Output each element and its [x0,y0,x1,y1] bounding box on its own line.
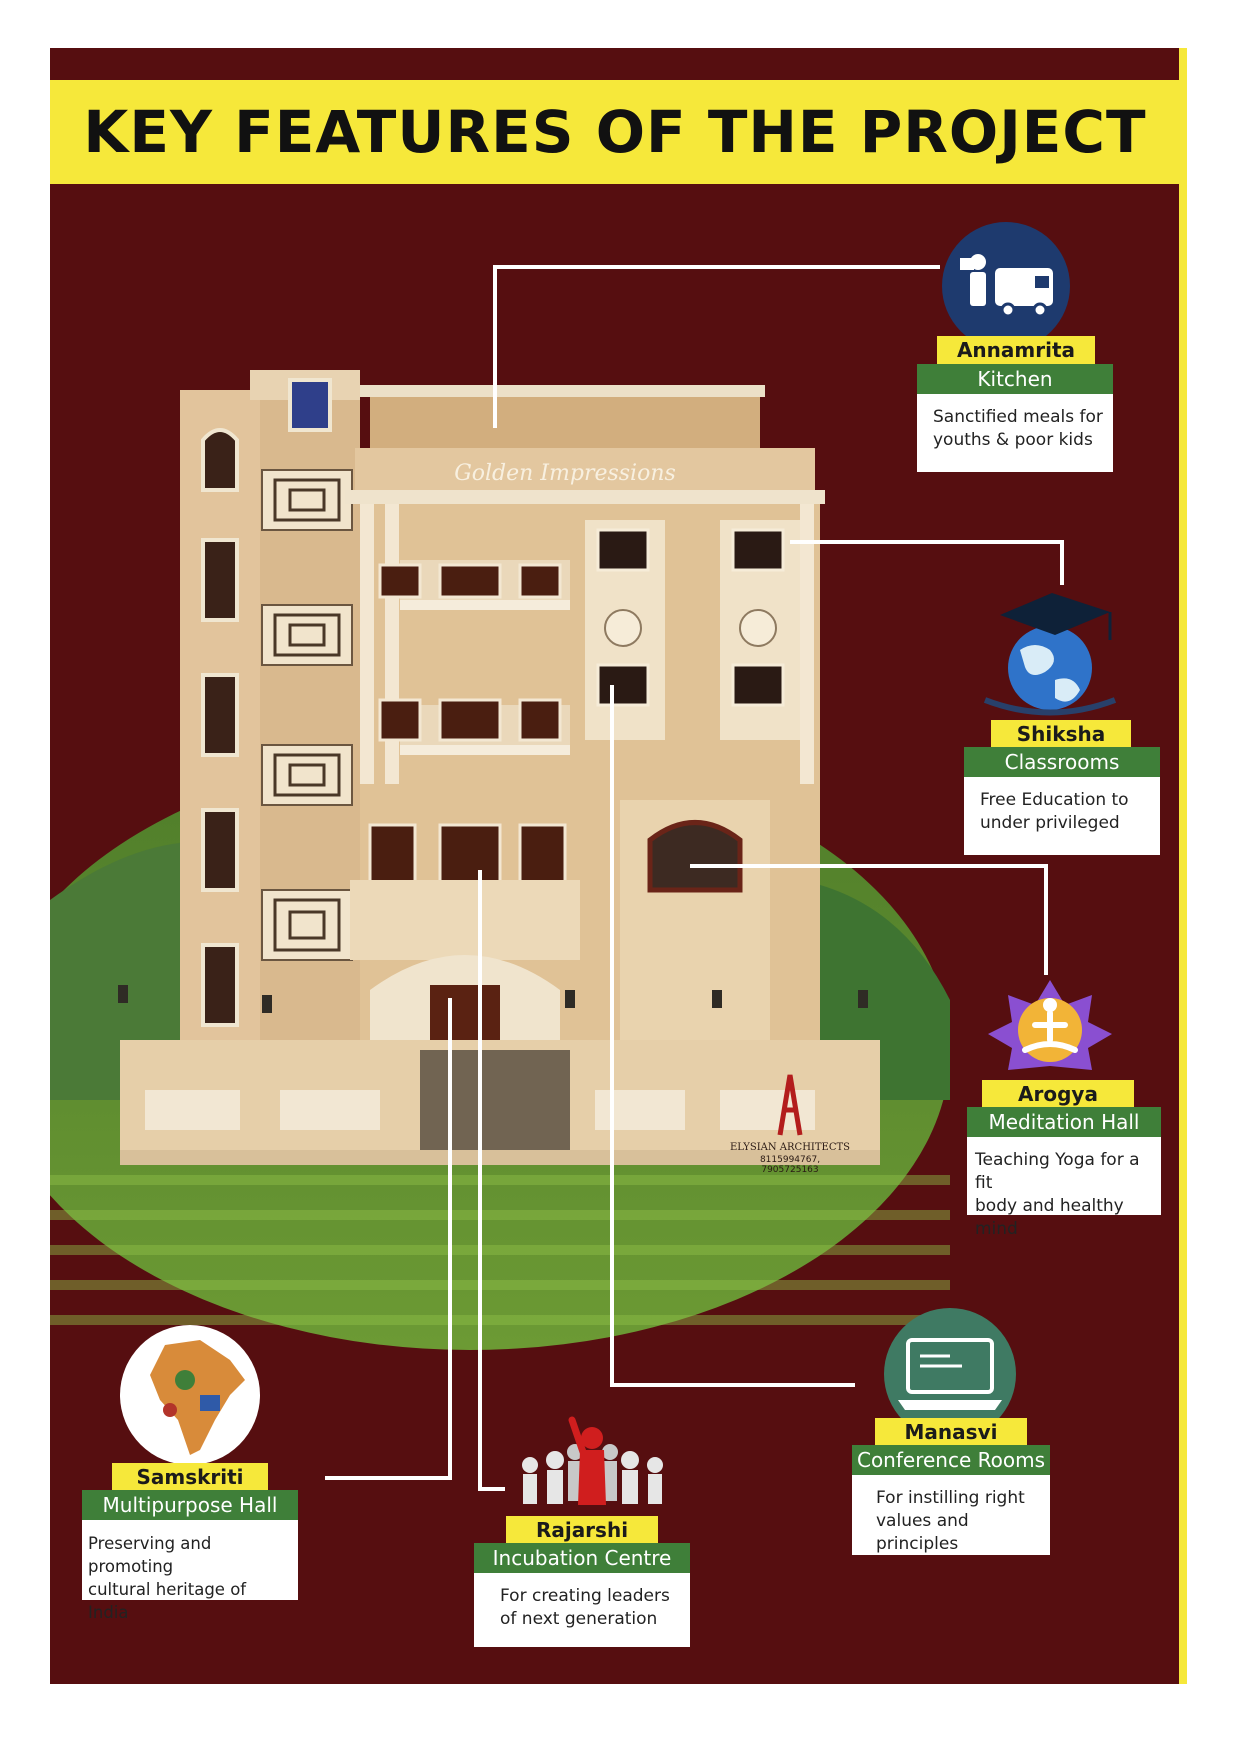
feature-subtitle: Incubation Centre [474,1543,690,1573]
architect-phone-1: 8115994767, [760,1155,820,1165]
feature-title: Arogya [982,1080,1134,1108]
feature-title: Annamrita [937,336,1095,364]
feature-description: For instilling right values and principl… [852,1475,1050,1555]
leader-crowd-icon [522,1416,663,1505]
connector-lines [325,265,1064,1491]
architect-logo-mark [777,1074,803,1136]
feature-title: Rajarshi [506,1516,658,1544]
feature-subtitle: Kitchen [917,364,1113,394]
feature-description: Free Education to under privileged [964,777,1160,855]
feature-subtitle: Meditation Hall [967,1107,1161,1137]
globe-graduation-cap-icon [983,593,1117,716]
building-sign: Golden Impressions [454,461,676,486]
feature-title: Samskriti [112,1463,268,1491]
laptop-icon [884,1308,1016,1440]
feature-title: Shiksha [991,720,1131,748]
delivery-van-icon [942,222,1070,350]
feature-subtitle: Multipurpose Hall [82,1490,298,1520]
lawn-stripes [50,1175,950,1325]
india-culture-map-icon [120,1325,260,1465]
feature-subtitle: Conference Rooms [852,1445,1050,1475]
feature-description: Sanctified meals for youths & poor kids [917,394,1113,472]
architect-phone-2: 7905725163 [761,1165,818,1175]
architect-name: ELYSIAN ARCHITECTS [730,1142,850,1153]
feature-description: For creating leaders of next generation [474,1573,690,1647]
page-title: KEY FEATURES OF THE PROJECT [83,98,1147,166]
feature-description: Preserving and promoting cultural herita… [82,1520,298,1622]
feature-description: Teaching Yoga for a fit body and healthy… [967,1137,1161,1239]
yellow-side-bar [1179,48,1187,1684]
feature-title: Manasvi [875,1418,1027,1446]
header-banner: KEY FEATURES OF THE PROJECT [50,80,1180,184]
building: Golden Impressions [118,370,880,1175]
feature-subtitle: Classrooms [964,747,1160,777]
meditation-chakra-icon [988,980,1112,1070]
